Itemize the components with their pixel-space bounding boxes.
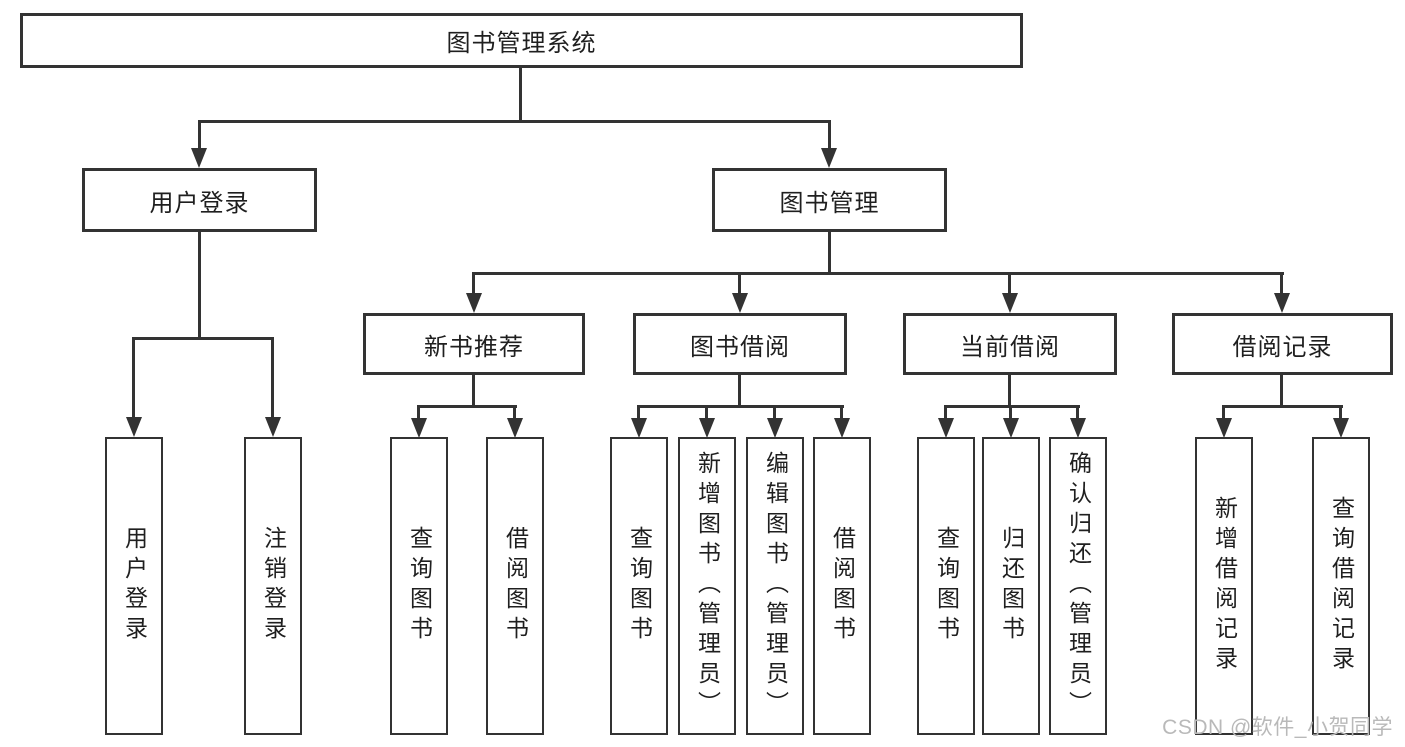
arrowhead bbox=[1070, 418, 1086, 438]
connector-line bbox=[944, 405, 947, 418]
arrowhead bbox=[1002, 293, 1018, 313]
arrowhead bbox=[1003, 418, 1019, 438]
arrowhead bbox=[631, 418, 647, 438]
arrowhead bbox=[767, 418, 783, 438]
connector-line bbox=[519, 68, 522, 120]
node-library-system: 图书管理系统 bbox=[20, 13, 1023, 68]
connector-line bbox=[198, 120, 201, 148]
connector-line bbox=[738, 375, 741, 405]
arrowhead bbox=[1333, 418, 1349, 438]
connector-line bbox=[1280, 272, 1283, 293]
arrowhead bbox=[699, 418, 715, 438]
arrowhead bbox=[732, 293, 748, 313]
node-borrow-records: 借阅记录 bbox=[1172, 313, 1393, 375]
connector-line bbox=[513, 405, 516, 418]
connector-line bbox=[828, 232, 831, 272]
connector-line bbox=[472, 272, 1284, 275]
arrowhead bbox=[1216, 418, 1232, 438]
node-edit-books-admin: 编辑图书（管理员） bbox=[746, 437, 804, 735]
node-borrow-books-1: 借阅图书 bbox=[486, 437, 544, 735]
arrowhead bbox=[834, 418, 850, 438]
arrowhead bbox=[126, 417, 142, 437]
node-add-borrow-record: 新增借阅记录 bbox=[1195, 437, 1253, 735]
arrowhead bbox=[507, 418, 523, 438]
connector-line bbox=[132, 337, 274, 340]
node-add-books-admin: 新增图书（管理员） bbox=[678, 437, 736, 735]
connector-line bbox=[840, 405, 843, 418]
connector-line bbox=[773, 405, 776, 418]
node-new-book-recommend: 新书推荐 bbox=[363, 313, 585, 375]
connector-line bbox=[1008, 272, 1011, 293]
connector-line bbox=[705, 405, 708, 418]
node-confirm-return-admin: 确认归还（管理员） bbox=[1049, 437, 1107, 735]
connector-line bbox=[417, 405, 517, 408]
connector-line bbox=[738, 272, 741, 293]
arrowhead bbox=[411, 418, 427, 438]
arrowhead bbox=[821, 148, 837, 168]
connector-line bbox=[637, 405, 844, 408]
node-query-borrow-record: 查询借阅记录 bbox=[1312, 437, 1370, 735]
connector-line bbox=[1076, 405, 1079, 418]
connector-line bbox=[132, 337, 135, 417]
node-query-books-1: 查询图书 bbox=[390, 437, 448, 735]
connector-line bbox=[198, 120, 831, 123]
connector-line bbox=[1222, 405, 1225, 418]
connector-line bbox=[472, 375, 475, 405]
connector-line bbox=[828, 120, 831, 148]
node-logout: 注销登录 bbox=[244, 437, 302, 735]
connector-line bbox=[1008, 375, 1011, 405]
node-current-borrow: 当前借阅 bbox=[903, 313, 1117, 375]
csdn-watermark: CSDN @软件_小贺同学 bbox=[1162, 716, 1393, 739]
connector-line bbox=[417, 405, 420, 418]
arrowhead bbox=[466, 293, 482, 313]
connector-line bbox=[271, 337, 274, 417]
arrowhead bbox=[265, 417, 281, 437]
arrowhead bbox=[1274, 293, 1290, 313]
node-book-borrow: 图书借阅 bbox=[633, 313, 847, 375]
node-user-login-group: 用户登录 bbox=[82, 168, 317, 232]
connector-line bbox=[637, 405, 640, 418]
connector-line bbox=[1280, 375, 1283, 405]
connector-line bbox=[198, 232, 201, 337]
connector-line bbox=[944, 405, 1080, 408]
connector-line bbox=[1339, 405, 1342, 418]
node-query-books-2: 查询图书 bbox=[610, 437, 668, 735]
node-return-books: 归还图书 bbox=[982, 437, 1040, 735]
node-query-books-3: 查询图书 bbox=[917, 437, 975, 735]
arrowhead bbox=[938, 418, 954, 438]
connector-line bbox=[1009, 405, 1012, 418]
arrowhead bbox=[191, 148, 207, 168]
connector-line bbox=[1222, 405, 1343, 408]
node-user-login: 用户登录 bbox=[105, 437, 163, 735]
node-book-management: 图书管理 bbox=[712, 168, 947, 232]
node-borrow-books-2: 借阅图书 bbox=[813, 437, 871, 735]
connector-line bbox=[472, 272, 475, 293]
